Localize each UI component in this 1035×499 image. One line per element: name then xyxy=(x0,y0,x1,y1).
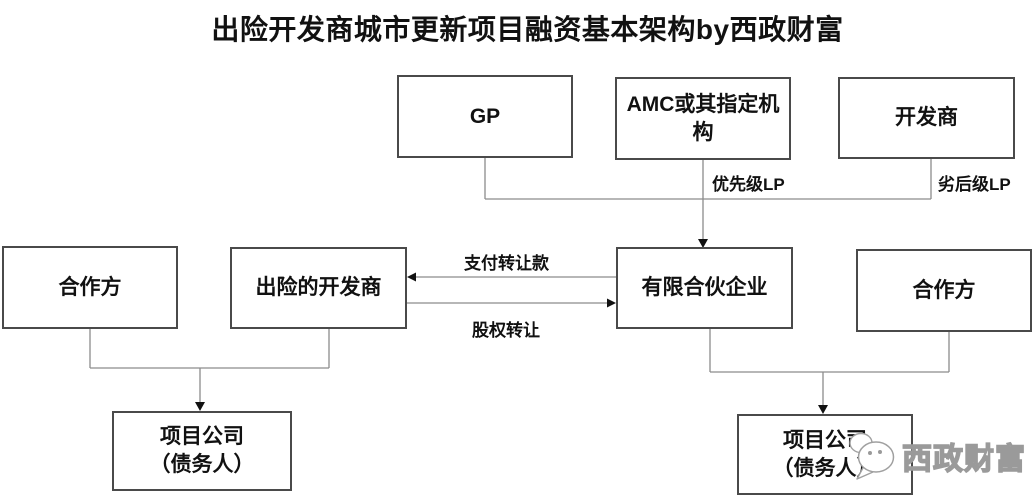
label-junior-lp: 劣后级LP xyxy=(938,175,1011,194)
label-pay-transfer: 支付转让款 xyxy=(464,254,549,273)
arrowhead-into-partnership xyxy=(698,239,708,248)
node-partner-right: 合作方 xyxy=(856,249,1032,332)
node-amc: AMC或其指定机构 xyxy=(615,77,791,160)
node-project-company-left: 项目公司 （债务人） xyxy=(112,411,292,491)
label-senior-lp: 优先级LP xyxy=(712,175,785,194)
arrowhead-projectright xyxy=(818,405,828,414)
node-distressed-developer: 出险的开发商 xyxy=(230,247,407,329)
node-project-company-right: 项目公司 （债务人） xyxy=(737,414,913,495)
arrowhead-equity-transfer xyxy=(607,298,616,308)
arrowhead-pay-transfer xyxy=(407,272,416,282)
arrowhead-projectleft xyxy=(195,402,205,411)
node-developer: 开发商 xyxy=(838,77,1015,159)
label-equity-transfer: 股权转让 xyxy=(472,321,540,340)
node-limited-partnership: 有限合伙企业 xyxy=(616,247,793,329)
diagram-title: 出险开发商城市更新项目融资基本架构by西政财富 xyxy=(211,14,844,45)
node-gp: GP xyxy=(397,75,573,158)
node-partner-left: 合作方 xyxy=(2,246,178,329)
